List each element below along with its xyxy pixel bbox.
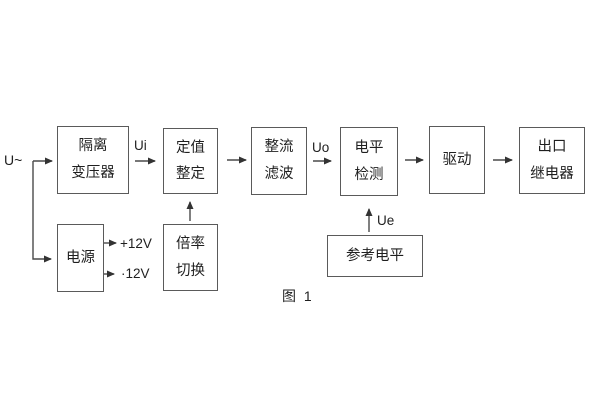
block-label-line: 变压器: [71, 165, 115, 182]
block-rectifier-filter: 整流 滤波: [251, 127, 307, 195]
block-label-line: 参考电平: [346, 247, 404, 264]
block-setpoint-setting: 定值 整定: [163, 128, 218, 194]
block-label-line: 定值: [176, 139, 205, 156]
block-label-line: 检测: [354, 166, 384, 183]
minus-12v-label: ·12V: [121, 266, 150, 281]
block-label-line: 隔离: [78, 138, 108, 155]
block-label-line: 出口: [537, 139, 567, 155]
block-level-detection: 电平 检测: [340, 127, 398, 196]
figure-caption: 图 1: [282, 288, 314, 304]
block-label-line: 整流: [264, 139, 294, 156]
block-label-line: 电源: [66, 249, 95, 266]
block-label-line: 滤波: [264, 166, 294, 183]
ui-signal-label: Ui: [134, 138, 147, 153]
ue-signal-label: Ue: [377, 213, 395, 228]
input-signal-label: U~: [4, 152, 23, 168]
plus-12v-label: +12V: [120, 236, 152, 251]
block-label-line: 驱动: [442, 151, 472, 168]
connector-input-to-power: [32, 161, 52, 263]
block-label-line: 切换: [176, 262, 205, 279]
block-multiplier-switch: 倍率 切换: [163, 224, 218, 291]
block-label-line: 电平: [354, 139, 384, 156]
block-label-line: 整定: [176, 165, 205, 182]
block-isolation-transformer: 隔离 变压器: [57, 126, 129, 194]
block-label-line: 倍率: [176, 236, 205, 252]
block-reference-level: 参考电平: [327, 235, 423, 277]
block-power-supply: 电源: [57, 224, 104, 292]
block-output-relay: 出口 继电器: [519, 127, 585, 194]
block-drive: 驱动: [429, 126, 485, 194]
uo-signal-label: Uo: [312, 140, 330, 155]
block-label-line: 继电器: [530, 165, 574, 182]
